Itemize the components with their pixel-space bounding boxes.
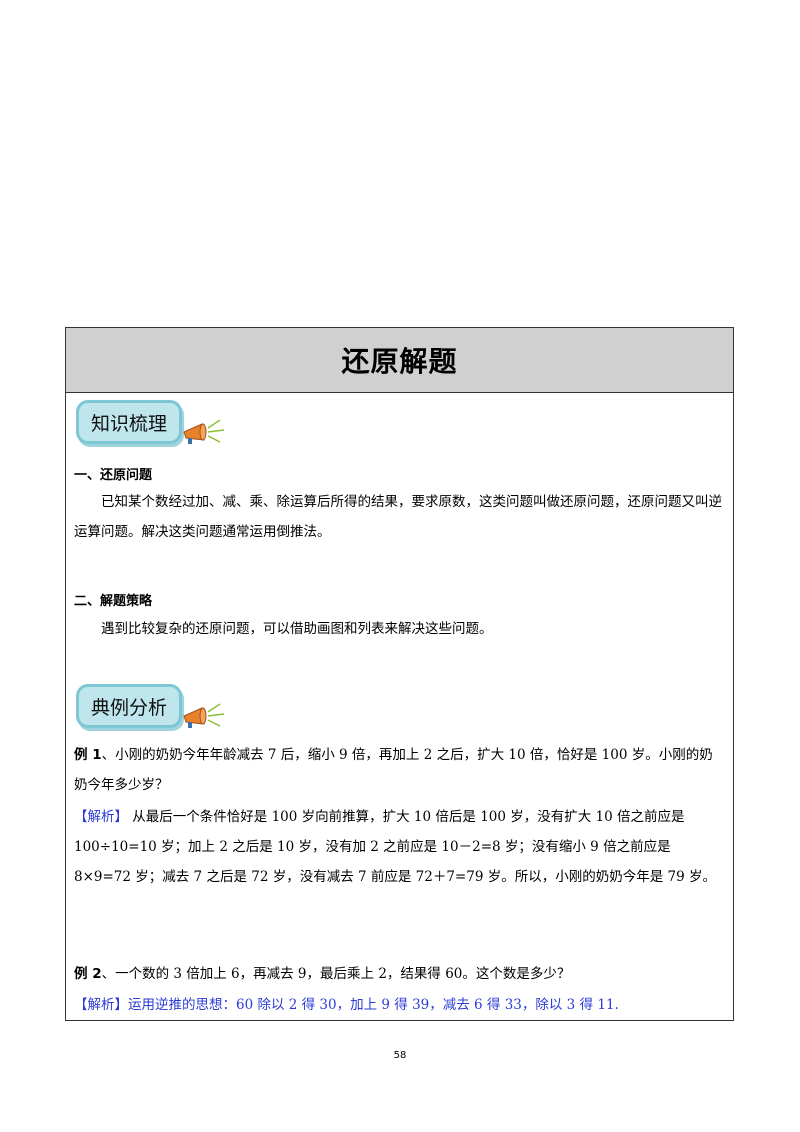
analysis-tag: 【解析】 [74,997,128,1013]
badge-frame: 典例分析 [76,684,182,728]
example-2-label: 例 2 [74,966,102,982]
megaphone-icon [183,703,225,728]
badge-frame: 知识梳理 [76,400,182,444]
badge-label: 典例分析 [90,696,167,719]
examples-section-badge: 典例分析 [76,684,226,728]
page-title: 还原解题 [341,345,458,378]
title-bar: 还原解题 [66,328,733,393]
example-2-analysis: 【解析】运用逆推的思想：60 除以 2 得 30，加上 9 得 39，减去 6 … [74,990,726,1020]
example-2-question: 例 2、一个数的 3 倍加上 6，再减去 9，最后乘上 2，结果得 60。这个数… [74,959,726,989]
megaphone-icon [183,419,225,444]
example-1-text: 、小刚的奶奶今年年龄减去 7 后，缩小 9 倍，再加上 2 之后，扩大 10 倍… [74,747,713,793]
worksheet-box: 还原解题 知识梳理 一、还原问题 已知某个数经过加、减、乘、除运算后所得的结果，… [65,327,734,1021]
paragraph-restore-definition: 已知某个数经过加、减、乘、除运算后所得的结果，要求原数，这类问题叫做还原问题，还… [74,494,722,540]
example-2-analysis-text: 运用逆推的思想：60 除以 2 得 30，加上 9 得 39，减去 6 得 33… [128,997,619,1013]
heading-restore-problem: 一、还原问题 [74,468,153,483]
heading-strategy: 二、解题策略 [74,594,153,609]
analysis-tag: 【解析】 [74,809,128,825]
badge-label: 知识梳理 [90,412,167,435]
knowledge-section-badge: 知识梳理 [76,400,226,444]
paragraph-strategy: 遇到比较复杂的还原问题，可以借助画图和列表来解决这些问题。 [101,621,493,637]
page-number: 58 [393,1050,407,1061]
example-1-analysis: 【解析】 从最后一个条件恰好是 100 岁向前推算，扩大 10 倍后是 100 … [74,802,726,892]
example-1-question: 例 1、小刚的奶奶今年年龄减去 7 后，缩小 9 倍，再加上 2 之后，扩大 1… [74,740,726,800]
example-1-label: 例 1 [74,747,102,763]
example-2-text: 、一个数的 3 倍加上 6，再减去 9，最后乘上 2，结果得 60。这个数是多少… [101,966,571,982]
example-1-analysis-text: 从最后一个条件恰好是 100 岁向前推算，扩大 10 倍后是 100 岁，没有扩… [74,809,716,885]
